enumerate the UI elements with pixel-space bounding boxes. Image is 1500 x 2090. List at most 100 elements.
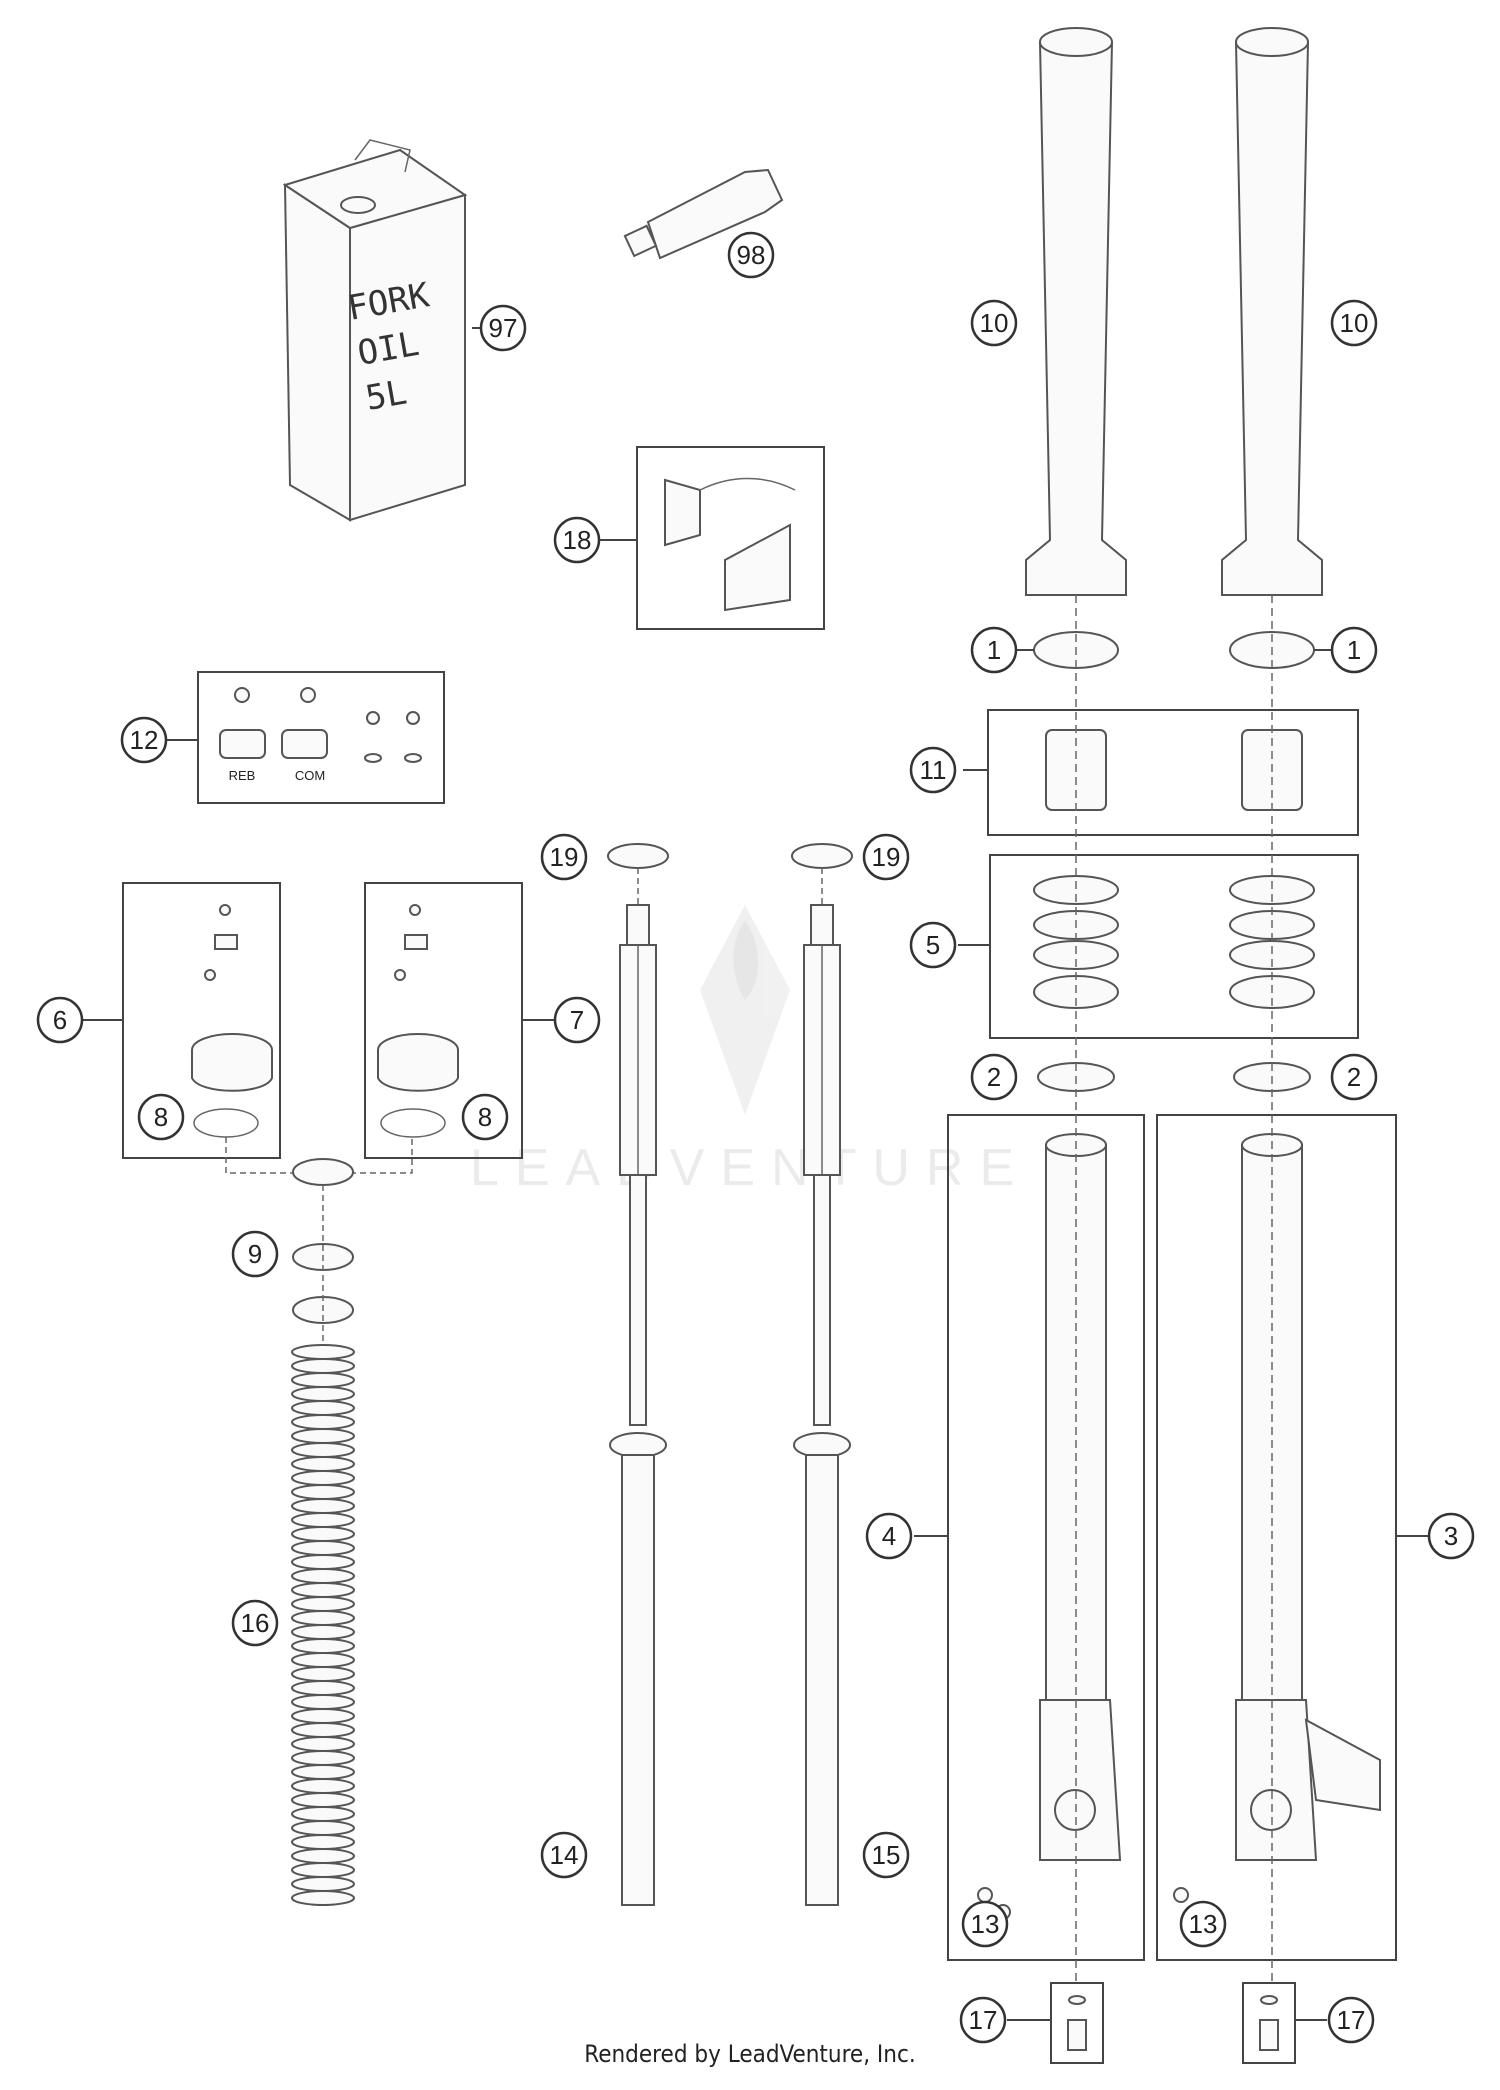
outer-tube-left: [1025, 27, 1127, 596]
clip-parts-box: [636, 446, 825, 630]
cartridge-right: [791, 843, 853, 1906]
callout-number: 16: [241, 1608, 270, 1638]
callout-number: 17: [969, 2005, 998, 2035]
callout-97: 97: [479, 304, 527, 352]
callout-circle: [1179, 1900, 1227, 1948]
callout-circle: [553, 996, 601, 1044]
seals-box: [989, 854, 1359, 1039]
callout-number: 10: [1340, 308, 1369, 338]
fork-oil-can: FORK OIL 5L: [282, 139, 468, 522]
callout-circle: [970, 299, 1018, 347]
callout-15: 15: [862, 1831, 910, 1879]
callout-number: 18: [563, 525, 592, 555]
callout-number: 2: [987, 1062, 1001, 1092]
callout-9: 9: [231, 1230, 279, 1278]
spring-washers: [292, 1158, 354, 1360]
callout-number: 11: [920, 755, 947, 785]
callout-2: 2: [970, 1053, 1018, 1101]
callout-circle: [909, 746, 957, 794]
callout-4: 4: [865, 1512, 913, 1560]
callout-circle: [970, 1053, 1018, 1101]
callout-circle: [970, 626, 1018, 674]
callout-8: 8: [137, 1093, 185, 1141]
callout-17: 17: [959, 1996, 1007, 2044]
callout-number: 8: [154, 1102, 168, 1132]
callout-1: 1: [1330, 626, 1378, 674]
callout-circle: [231, 1230, 279, 1278]
callout-10: 10: [1330, 299, 1378, 347]
bushings-box: [987, 709, 1359, 836]
callout-number: 1: [987, 635, 1001, 665]
callout-10: 10: [970, 299, 1018, 347]
callout-number: 10: [980, 308, 1009, 338]
callout-circle: [36, 996, 84, 1044]
outer-tube-right: [1221, 27, 1323, 596]
callout-circle: [1330, 299, 1378, 347]
callout-circle: [553, 516, 601, 564]
callout-number: 13: [1189, 1909, 1218, 1939]
callout-17: 17: [1327, 1996, 1375, 2044]
footer-credit: Rendered by LeadVenture, Inc.: [584, 2040, 916, 2068]
callout-number: 13: [971, 1909, 1000, 1939]
callout-8: 8: [461, 1093, 509, 1141]
adjuster-kit-box: REB COM: [197, 671, 445, 804]
com-label: COM: [295, 768, 325, 783]
callout-number: 12: [130, 725, 159, 755]
fork-spring: [291, 1344, 355, 1906]
callout-circle: [137, 1093, 185, 1141]
bottom-bolt-right-box: [1242, 1982, 1296, 2064]
callout-circle: [959, 1996, 1007, 2044]
callout-number: 17: [1337, 2005, 1366, 2035]
callout-circle: [1330, 626, 1378, 674]
callout-circle: [1427, 1512, 1475, 1560]
cartridge-left: [607, 843, 669, 1906]
callout-circle: [461, 1093, 509, 1141]
callout-18: 18: [553, 516, 601, 564]
callout-number: 9: [248, 1239, 262, 1269]
callout-circle: [540, 1831, 588, 1879]
callout-number: 19: [872, 842, 901, 872]
callout-3: 3: [1427, 1512, 1475, 1560]
callout-12: 12: [120, 716, 168, 764]
callout-circle: [909, 921, 957, 969]
callout-number: 8: [478, 1102, 492, 1132]
bottom-bolt-left-box: [1050, 1982, 1104, 2064]
callout-circle: [865, 1512, 913, 1560]
callout-number: 2: [1347, 1062, 1361, 1092]
callout-19: 19: [540, 833, 588, 881]
callout-11: 11: [909, 746, 957, 794]
callout-number: 98: [737, 240, 766, 270]
spring-coil: [291, 1890, 355, 1906]
callout-circle: [961, 1900, 1009, 1948]
callout-1: 1: [970, 626, 1018, 674]
callout-number: 4: [882, 1521, 896, 1551]
callout-circle: [120, 716, 168, 764]
callout-number: 19: [550, 842, 579, 872]
callout-circle: [727, 231, 775, 279]
callout-number: 5: [926, 930, 940, 960]
callout-16: 16: [231, 1599, 279, 1647]
callout-number: 6: [53, 1005, 67, 1035]
watermark-text: LEADVENTURE: [470, 1139, 1030, 1197]
callout-5: 5: [909, 921, 957, 969]
callout-circle: [1330, 1053, 1378, 1101]
callout-number: 15: [872, 1840, 901, 1870]
callout-14: 14: [540, 1831, 588, 1879]
callout-number: 14: [550, 1840, 579, 1870]
callout-number: 3: [1444, 1521, 1458, 1551]
reb-label: REB: [229, 768, 256, 783]
inner-tube-left-box: [947, 1114, 1145, 1961]
callout-number: 7: [570, 1005, 584, 1035]
grease-tube: [623, 168, 784, 260]
leadventure-watermark: LEADVENTURE: [470, 905, 1030, 1197]
callout-circle: [1327, 1996, 1375, 2044]
oil-can-label-line3: 5L: [363, 372, 410, 419]
callout-98: 98: [727, 231, 775, 279]
callout-13: 13: [961, 1900, 1009, 1948]
callout-circle: [231, 1599, 279, 1647]
clip-box-frame: [636, 446, 825, 630]
callout-2: 2: [1330, 1053, 1378, 1101]
callout-13: 13: [1179, 1900, 1227, 1948]
